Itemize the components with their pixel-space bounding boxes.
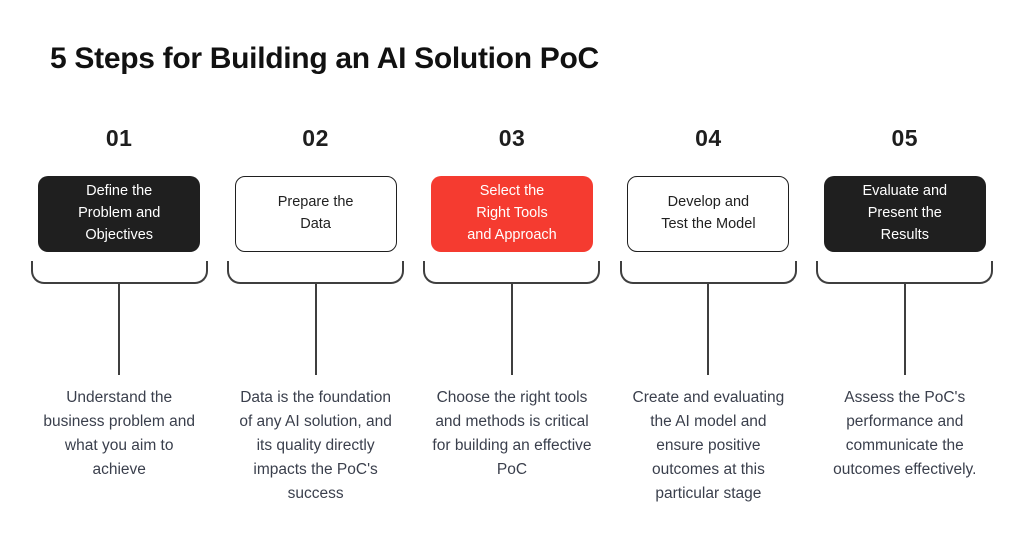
page-title: 5 Steps for Building an AI Solution PoC — [50, 42, 599, 75]
bracket-connector — [816, 261, 994, 284]
connector-line — [707, 284, 710, 375]
step-column-2: 02 Prepare the Data Data is the foundati… — [217, 127, 413, 506]
step-card: Develop and Test the Model — [627, 176, 790, 252]
connector-line — [903, 284, 906, 375]
step-description: Choose the right tools and methods is cr… — [432, 389, 592, 479]
step-card: Define the Problem and Objectives — [38, 176, 201, 252]
connector-line — [118, 284, 121, 375]
step-card: Prepare the Data — [234, 176, 397, 252]
step-card: Select the Right Tools and Approach — [430, 176, 593, 252]
step-card-label: Define the Problem and Objectives — [78, 183, 161, 243]
bracket-connector — [227, 261, 405, 284]
bracket-connector — [619, 261, 797, 284]
step-number: 03 — [498, 125, 526, 151]
step-number: 04 — [695, 125, 722, 151]
step-number: 02 — [302, 125, 329, 151]
step-card-label: Prepare the Data — [277, 194, 354, 232]
step-column-1: 01 Define the Problem and Objectives Und… — [21, 127, 217, 506]
steps-row: 01 Define the Problem and Objectives Und… — [21, 127, 1003, 506]
bracket-connector — [423, 261, 601, 284]
step-card-label: Select the Right Tools and Approach — [467, 183, 557, 243]
step-description: Assess the PoC's performance and communi… — [833, 389, 977, 479]
step-column-5: 05 Evaluate and Present the Results Asse… — [807, 127, 1003, 506]
bracket-connector — [30, 261, 208, 284]
connector-line — [510, 284, 513, 375]
step-description: Create and evaluating the AI model and e… — [632, 389, 785, 503]
step-card: Evaluate and Present the Results — [823, 176, 986, 252]
step-number: 05 — [891, 125, 919, 151]
step-card-label: Develop and Test the Model — [661, 194, 756, 232]
step-description: Data is the foundation of any AI solutio… — [239, 389, 392, 503]
step-column-4: 04 Develop and Test the Model Create and… — [610, 127, 806, 506]
connector-line — [314, 284, 317, 375]
step-card-label: Evaluate and Present the Results — [862, 183, 948, 243]
step-description: Understand the business problem and what… — [43, 389, 196, 479]
step-number: 01 — [105, 125, 133, 151]
step-column-3: 03 Select the Right Tools and Approach C… — [414, 127, 610, 506]
